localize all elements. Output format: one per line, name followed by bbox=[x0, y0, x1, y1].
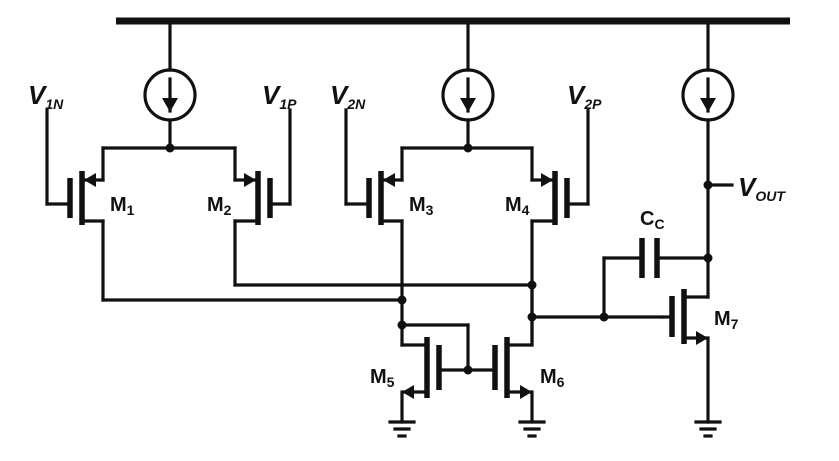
label-v2p: V2P bbox=[567, 80, 602, 112]
first-stage-output-wire bbox=[527, 256, 664, 322]
current-source-3 bbox=[681, 19, 735, 187]
transistor-m5 bbox=[400, 323, 494, 424]
diode-connection bbox=[397, 320, 473, 375]
label-m7: M7 bbox=[714, 308, 739, 332]
ground-icon bbox=[388, 420, 416, 438]
label-m4: M4 bbox=[505, 194, 530, 218]
current-source-1 bbox=[143, 19, 197, 150]
current-source-2 bbox=[441, 19, 495, 150]
label-m2: M2 bbox=[207, 194, 232, 218]
transistor-m7 bbox=[660, 183, 710, 424]
label-v1n: V1N bbox=[28, 80, 64, 112]
label-vout: VOUT bbox=[738, 172, 786, 204]
transistor-m3 bbox=[344, 108, 404, 327]
transistor-m4 bbox=[530, 108, 590, 342]
transistor-m6 bbox=[492, 283, 534, 424]
ground-icon bbox=[694, 420, 722, 438]
output-node bbox=[703, 180, 734, 190]
label-cc: CC bbox=[640, 208, 665, 232]
transistor-m2 bbox=[233, 108, 292, 287]
junction-dot bbox=[397, 295, 407, 305]
label-v1p: V1P bbox=[262, 80, 297, 112]
label-m5: M5 bbox=[370, 366, 395, 390]
label-m3: M3 bbox=[409, 194, 434, 218]
transistor-m1 bbox=[45, 108, 105, 302]
ground-icon bbox=[518, 420, 546, 438]
label-v2n: V2N bbox=[330, 80, 366, 112]
compensation-capacitor bbox=[639, 238, 713, 278]
label-m6: M6 bbox=[540, 366, 565, 390]
label-m1: M1 bbox=[110, 194, 135, 218]
junction-dot bbox=[463, 143, 473, 153]
junction-dot bbox=[165, 143, 175, 153]
